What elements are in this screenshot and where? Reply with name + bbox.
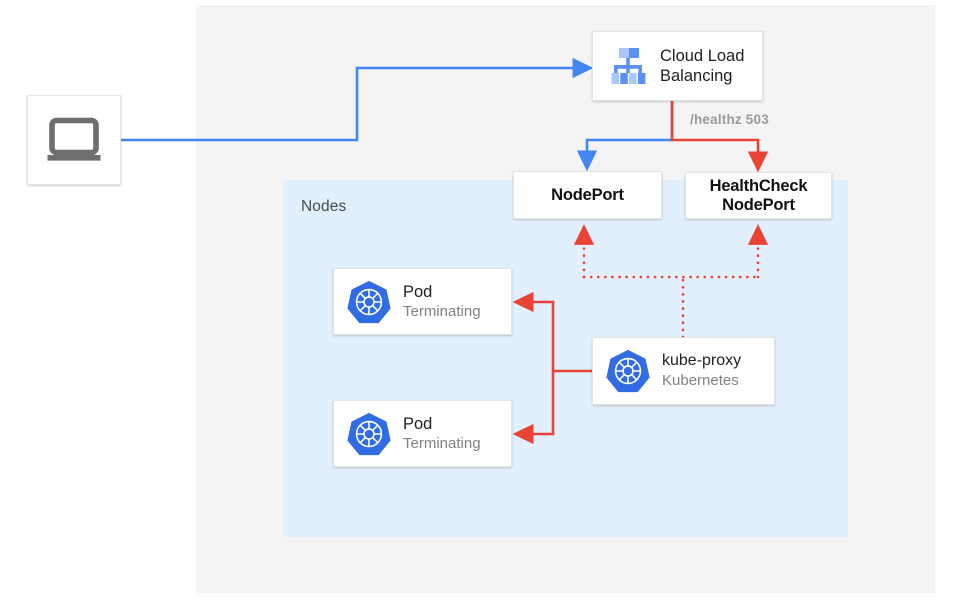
cloud-load-balancing-card[interactable]: Cloud Load Balancing: [592, 31, 763, 101]
kubernetes-icon: [347, 280, 391, 323]
pod-title-1: Pod: [403, 282, 433, 301]
edge-client-to-load-balancer: [121, 57, 594, 142]
healthcheck-nodeport-line2: NodePort: [722, 195, 795, 214]
kubernetes-icon: [606, 349, 650, 393]
healthcheck-nodeport-card[interactable]: HealthCheck NodePort: [685, 172, 832, 219]
edge-kubeproxy-to-pods: [512, 291, 592, 445]
pod-subtitle-1: Terminating: [403, 302, 481, 320]
edge-load-balancer-to-nodeport: [576, 101, 674, 172]
edge-load-balancer-to-healthcheck-nodeport: [670, 101, 769, 173]
healthcheck-nodeport-line1: HealthCheck: [709, 176, 808, 195]
client-laptop-card[interactable]: [27, 95, 121, 185]
nodeport-card[interactable]: NodePort: [513, 171, 662, 219]
kube-proxy-title: kube-proxy: [662, 352, 742, 369]
pod-card-2[interactable]: Pod Terminating: [333, 400, 512, 467]
pod-title-2: Pod: [403, 414, 433, 433]
nodeport-label: NodePort: [551, 185, 624, 204]
cloud-load-balancing-line1: Cloud Load: [660, 47, 745, 65]
kube-proxy-subtitle: Kubernetes: [662, 372, 739, 389]
cloud-load-balancing-icon: [611, 48, 646, 84]
laptop-icon: [47, 117, 101, 161]
edge-kubeproxy-to-nodeports-dotted: [573, 224, 769, 339]
nodes-region-label: Nodes: [301, 198, 347, 215]
kubernetes-icon: [347, 412, 391, 455]
pod-card-1[interactable]: Pod Terminating: [333, 268, 512, 335]
pod-subtitle-2: Terminating: [403, 434, 481, 452]
kube-proxy-card[interactable]: kube-proxy Kubernetes: [592, 337, 775, 405]
cloud-load-balancing-line2: Balancing: [660, 67, 733, 85]
healthz-503-label: /healthz 503: [690, 112, 769, 127]
